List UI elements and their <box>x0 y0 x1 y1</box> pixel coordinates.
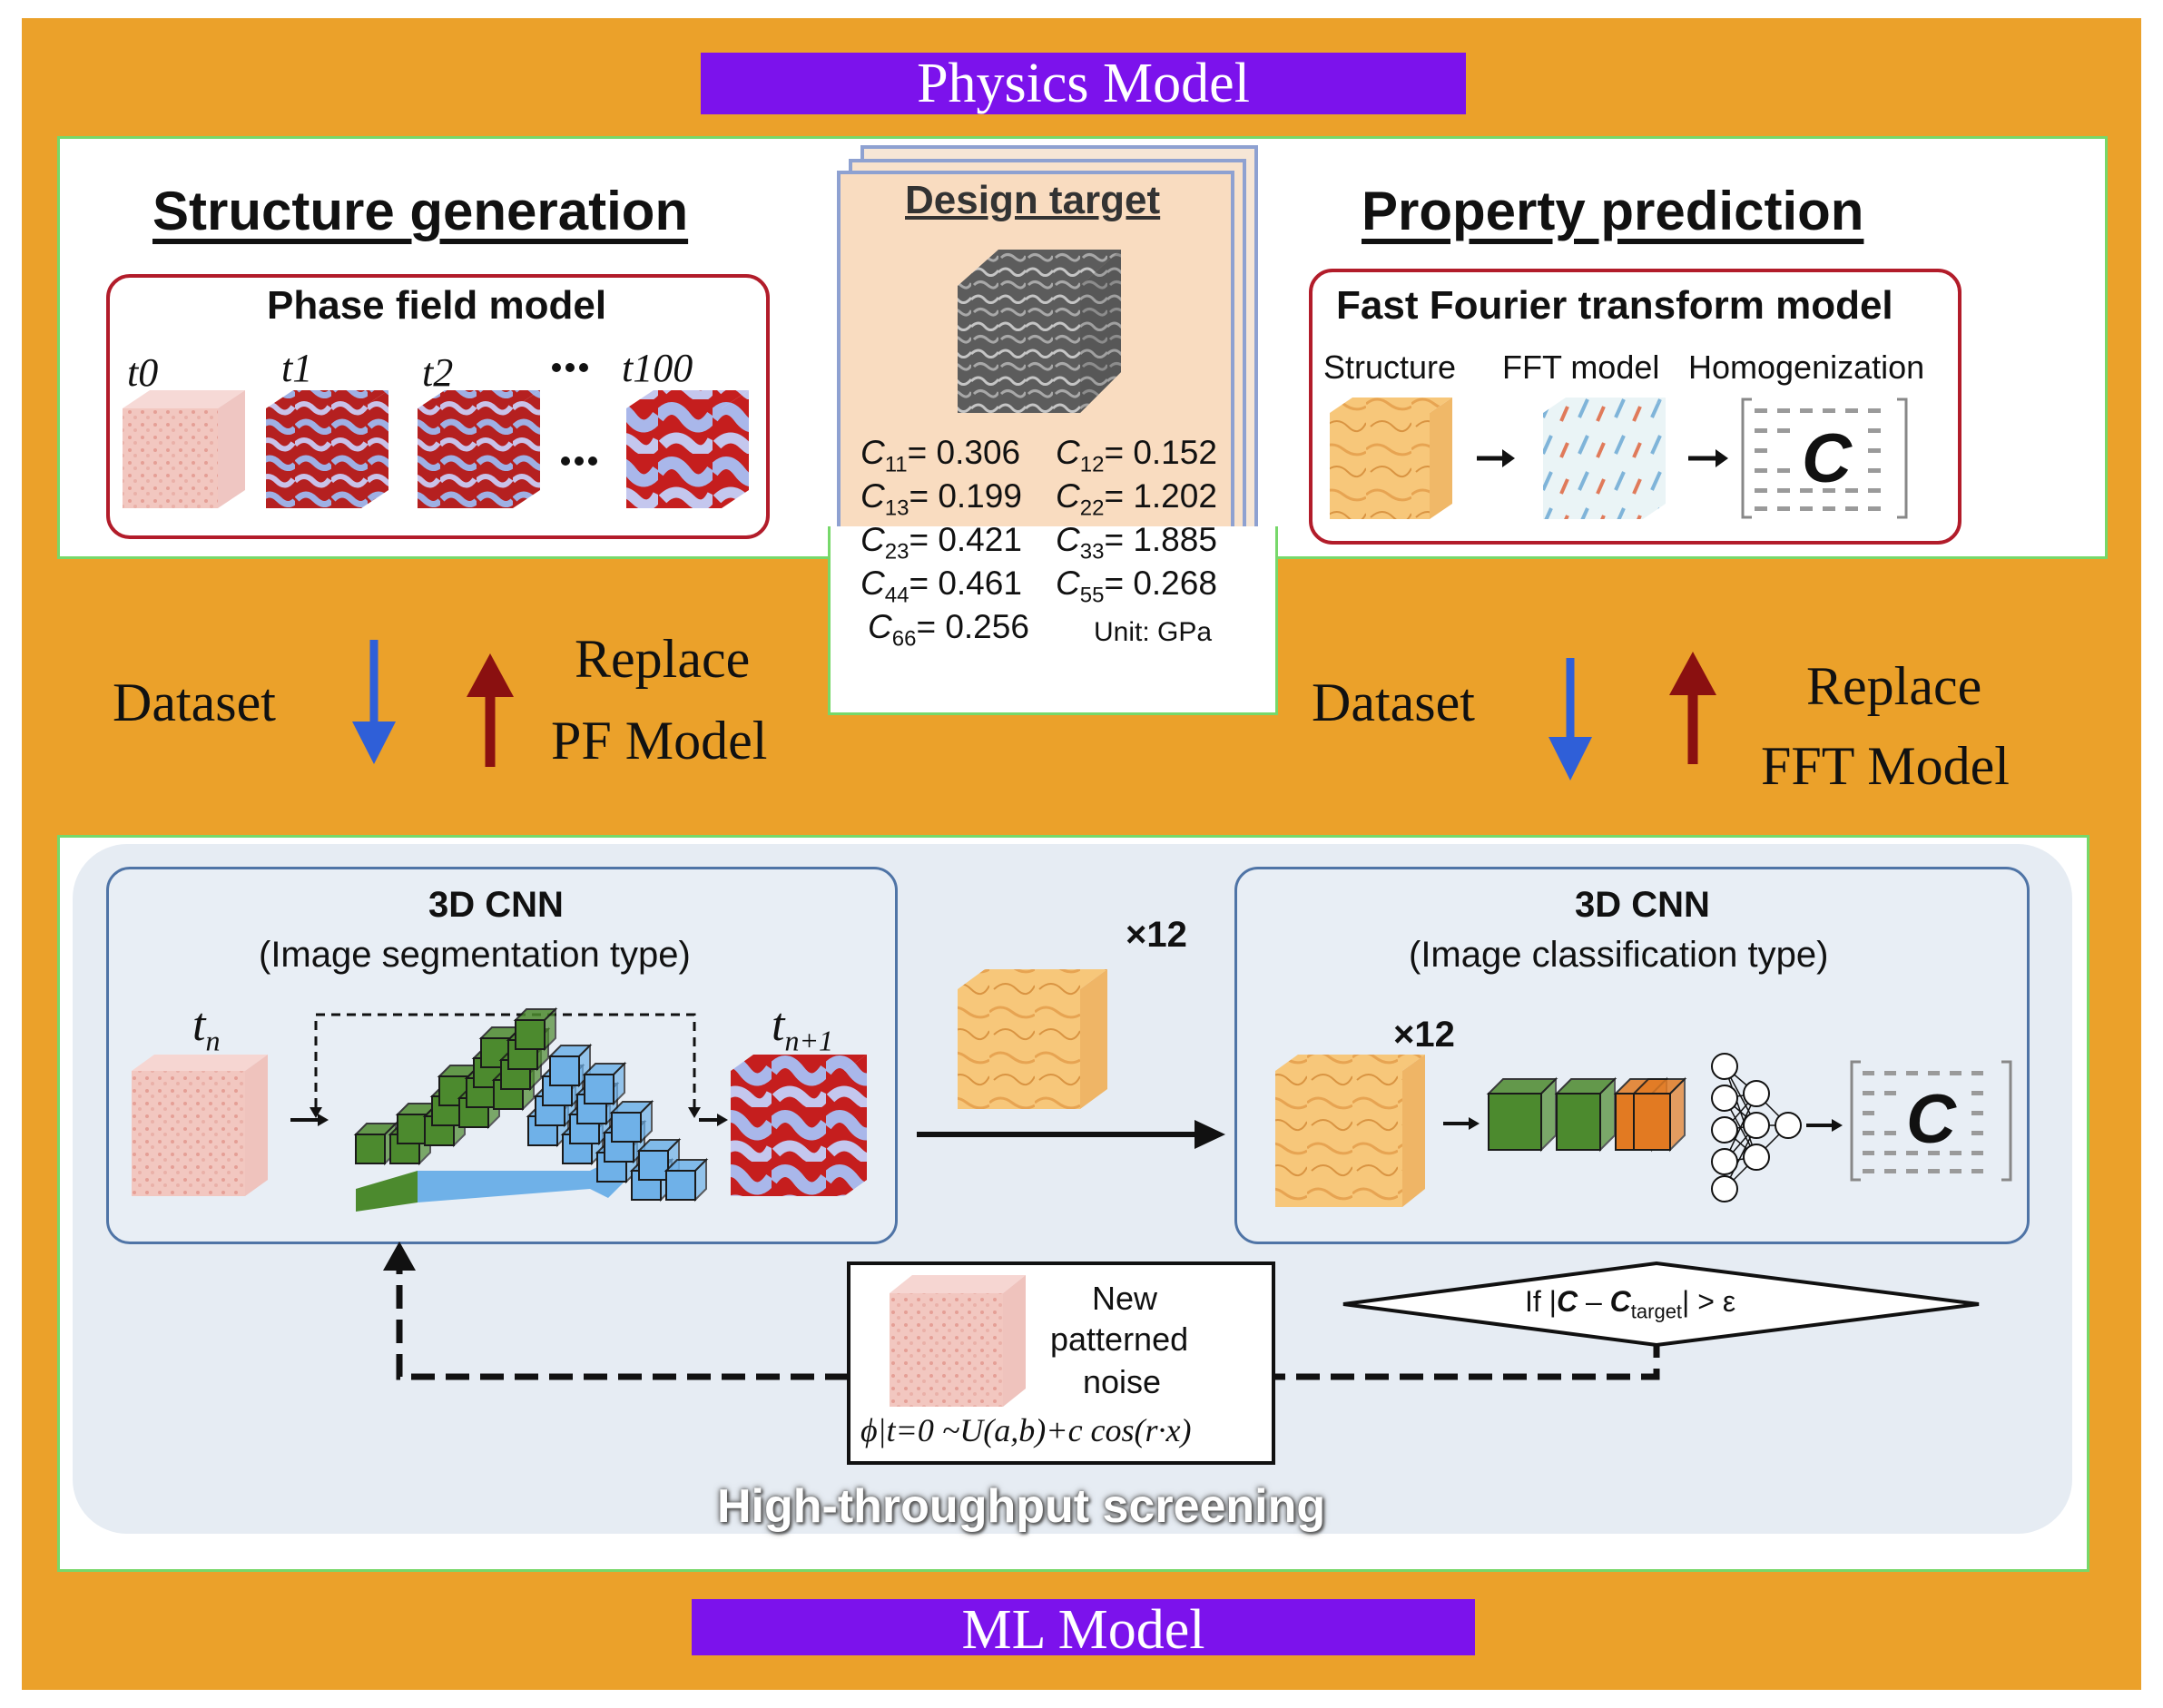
fft-col-homogenization: Homogenization <box>1688 348 1925 386</box>
arrow-right-icon-seg-out <box>699 1114 728 1126</box>
cnn-seg-t-in: tn <box>192 999 221 1057</box>
arrow-up-icon-right <box>1669 652 1716 764</box>
phase-field-title: Phase field model <box>267 283 607 328</box>
ml-model-banner: ML Model <box>692 1599 1475 1661</box>
cnn-seg-subtitle: (Image segmentation type) <box>259 935 691 975</box>
top-dots <box>552 363 588 372</box>
cube-icon-t0 <box>123 390 245 508</box>
feedback-dashed <box>396 1263 1660 1380</box>
stiffness-matrix-icon <box>1741 398 1908 519</box>
replace-fft-line2: FFT Model <box>1761 736 2010 796</box>
physics-model-banner: Physics Model <box>701 53 1466 114</box>
fft-matrix-symbol: C <box>1802 420 1852 497</box>
neural-network-icon <box>1711 1053 1802 1202</box>
fft-col-model: FFT model <box>1502 348 1660 386</box>
conv-block-icon <box>582 1061 627 1106</box>
cnn-cls-subtitle: (Image classification type) <box>1409 935 1829 975</box>
fft-title: Fast Fourier transform model <box>1336 283 1893 328</box>
label-t0: t0 <box>127 350 159 395</box>
cnn-cls-title: 3D CNN <box>1575 885 1710 925</box>
unet-bottom-arrow <box>356 1162 626 1212</box>
dataset-left-label: Dataset <box>113 672 276 732</box>
design-target-cube <box>958 250 1121 413</box>
stiffness-matrix-icon-cls <box>1850 1060 2012 1182</box>
cnn-seg-title: 3D CNN <box>428 885 564 925</box>
design-target-value: C12= 0.152 <box>1056 434 1217 477</box>
cube-icon-t100 <box>626 390 749 508</box>
arrow-right-icon-2 <box>1688 449 1728 467</box>
noise-line2: patterned <box>1050 1320 1189 1358</box>
cube-icon-tn1 <box>731 1055 867 1196</box>
arrow-right-icon <box>1477 449 1515 467</box>
arrow-right-icon-seg-in <box>290 1114 329 1126</box>
design-target-value: C33= 1.885 <box>1056 521 1217 564</box>
cube-icon-tn <box>132 1055 268 1196</box>
arrow-right-icon-cls-2 <box>1806 1119 1843 1132</box>
design-target-value: C44= 0.461 <box>860 564 1022 608</box>
fft-pipeline <box>1330 398 1908 519</box>
condition-diamond <box>1342 1261 1980 1348</box>
conv-block-icon <box>513 1006 558 1052</box>
cube-icon-t2 <box>418 390 540 508</box>
design-target-value: C55= 0.268 <box>1056 564 1217 608</box>
cnn-cls-matrix-symbol: C <box>1906 1081 1956 1158</box>
arrow-down-icon-right <box>1549 658 1592 780</box>
label-t100: t100 <box>622 346 693 390</box>
conv-block-icon <box>1486 1076 1558 1153</box>
design-target-value: C66= 0.256 <box>868 608 1029 652</box>
conv-block-icon <box>664 1157 709 1202</box>
cnn-cls-multiplier: ×12 <box>1393 1015 1455 1055</box>
property-prediction-title: Property prediction <box>1362 181 1864 241</box>
conv-block-icon-cls <box>1486 1076 1687 1153</box>
dataset-right-label: Dataset <box>1312 672 1475 732</box>
dots-row <box>561 456 597 466</box>
replace-pf-line2: PF Model <box>551 711 768 771</box>
condition-text: If |C – Ctarget| > ε <box>1525 1285 1736 1323</box>
design-target-value: C11= 0.306 <box>860 434 1021 477</box>
replace-fft-line1: Replace <box>1806 656 1982 716</box>
design-target-value: C22= 1.202 <box>1056 477 1217 521</box>
cube-icon-t1 <box>266 390 388 508</box>
cube-icon-noise <box>890 1275 1026 1407</box>
mid-structure <box>958 969 1107 1109</box>
cube-icon-cls-input <box>1275 1055 1425 1207</box>
conv-block-icon-unet <box>353 1006 709 1202</box>
label-t1: t1 <box>281 346 313 390</box>
cnn-cls-diagram <box>1275 1053 2012 1207</box>
fft-col-structure: Structure <box>1323 348 1457 386</box>
cnn-seg-t-out: tn+1 <box>772 999 834 1057</box>
replace-pf-line1: Replace <box>575 629 751 689</box>
conv-block-icon <box>609 1099 654 1144</box>
noise-formula: ϕ|t=0 ~U(a,b)+c cos(r·x) <box>860 1412 1192 1448</box>
noise-line3: noise <box>1083 1363 1162 1400</box>
screening-label: High-throughput screening <box>717 1480 1326 1533</box>
phase-field-sequence <box>123 363 749 508</box>
design-target-unit: Unit: GPa <box>1094 617 1213 647</box>
design-target-value: C23= 0.421 <box>860 521 1022 564</box>
arrow-up-icon-left <box>467 653 514 767</box>
multiplier-mid: ×12 <box>1126 915 1187 955</box>
cube-icon-fft <box>1543 398 1666 519</box>
cube-icon-structure <box>1330 398 1452 519</box>
label-t2: t2 <box>422 350 454 395</box>
design-target-block <box>828 526 1278 715</box>
main-arrow <box>917 1120 1225 1149</box>
arrow-up-icon-feedback <box>383 1242 416 1271</box>
arrow-right-icon-cls-1 <box>1443 1117 1480 1130</box>
cnn-seg-diagram <box>132 1006 867 1212</box>
design-target-value: C13= 0.199 <box>860 477 1022 521</box>
conv-block-icon <box>1631 1076 1687 1153</box>
noise-line1: New <box>1092 1280 1158 1317</box>
structure-generation-title: Structure generation <box>152 181 689 241</box>
skip-connection <box>314 1013 696 1107</box>
design-target-title: Design target <box>905 178 1161 222</box>
arrow-down-icon-left <box>352 640 396 764</box>
